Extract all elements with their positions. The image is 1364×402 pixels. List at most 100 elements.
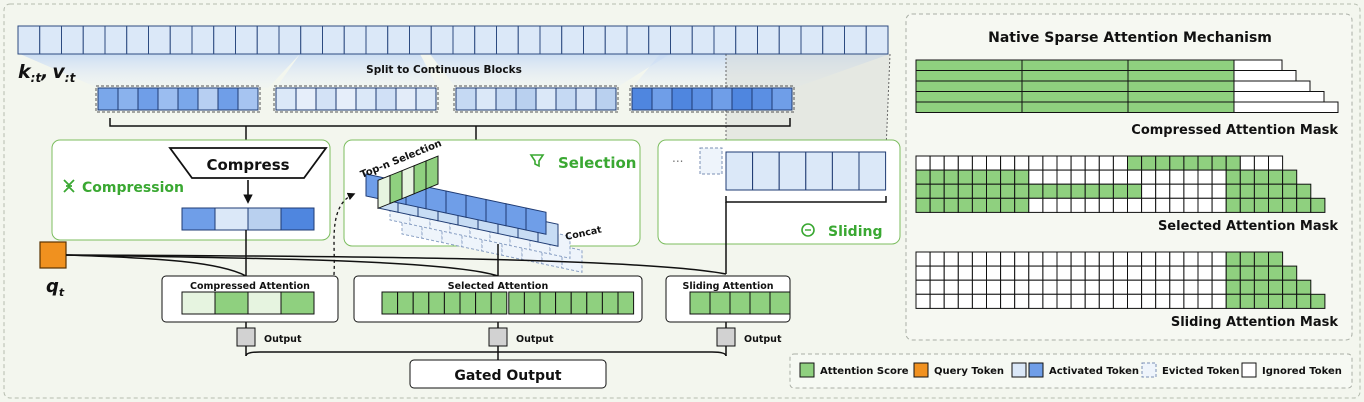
selected-mask-cell [1211, 197, 1227, 213]
selected-mask-cell [1070, 169, 1086, 185]
sliding-mask-cell [971, 279, 988, 295]
sliding-mask-cell [1014, 265, 1030, 281]
sliding-mask-cell [1253, 279, 1270, 295]
block-token [375, 87, 397, 111]
block-frame [95, 85, 261, 113]
selected-mask-caption: Selected Attention Mask [1158, 219, 1338, 234]
selected-mask-cell [1084, 183, 1100, 199]
legend-activated-swatch-light [1011, 362, 1027, 378]
selected-mask-cell [1169, 169, 1185, 185]
block-token [315, 87, 337, 111]
block-token [117, 87, 139, 111]
sliding-mask-cell [943, 265, 959, 281]
selected-mask-cell [1169, 197, 1185, 213]
block-token [197, 87, 219, 111]
legend-attention-swatch [799, 362, 815, 378]
kv-label: k:t,v:t [18, 61, 77, 85]
legend-evicted-label: Evicted Token [1162, 366, 1240, 377]
sliding-mask-cell [1296, 293, 1312, 309]
selected-attention-cell [508, 291, 525, 315]
sequence-token [670, 25, 693, 55]
legend-ignored-swatch [1241, 362, 1257, 378]
block-token [535, 87, 557, 111]
selected-mask-cell [1239, 197, 1255, 213]
compressed-mask-block [1127, 59, 1235, 71]
selected-mask-cell [1253, 197, 1270, 213]
sliding-mask-cell [1239, 293, 1255, 309]
sliding-mask-cell [1155, 265, 1171, 281]
gated-output-label: Gated Output [454, 368, 562, 384]
selected-mask-cell [929, 183, 945, 199]
sequence-token [365, 25, 389, 55]
selected-mask-cell [1253, 183, 1270, 199]
selected-mask-cell [1268, 197, 1284, 213]
selected-attention-cell [570, 291, 588, 315]
selected-mask-cell [1225, 155, 1241, 171]
sliding-attention-cell [689, 291, 711, 315]
selected-mask-cell [1225, 169, 1241, 185]
sliding-mask-cell [1268, 265, 1284, 281]
block-token [495, 87, 517, 111]
ellipsis: ... [672, 151, 683, 165]
sequence-token [104, 25, 128, 55]
sliding-mask-cell [1000, 251, 1016, 267]
selected-mask-cell [1197, 197, 1213, 213]
compressed-mask-block [1021, 91, 1129, 103]
selected-mask-cell [1028, 155, 1044, 171]
sliding-mask-cell [1042, 251, 1058, 267]
selected-mask-cell [1296, 197, 1312, 213]
compressed-mask-block [1021, 70, 1129, 82]
sequence-token [496, 25, 519, 55]
selected-mask-cell [1183, 169, 1199, 185]
selected-mask-cell [929, 155, 945, 171]
selected-mask-cell [1014, 155, 1030, 171]
block-token [671, 87, 693, 111]
block-frame [453, 85, 619, 113]
sequence-token [235, 25, 258, 55]
compressed-attention-label: Compressed Attention [190, 281, 310, 292]
selected-mask-cell [1183, 155, 1199, 171]
sliding-mask-cell [1268, 293, 1284, 309]
selected-mask-cell [1282, 183, 1298, 199]
sliding-mask-cell [1155, 279, 1171, 295]
sliding-mask-cell [957, 293, 973, 309]
selected-mask-cell [1268, 183, 1284, 199]
selected-mask-cell [957, 169, 973, 185]
gated-output-box [409, 359, 607, 389]
selected-attention-label: Selected Attention [448, 281, 549, 292]
selected-mask-cell [943, 155, 959, 171]
selected-mask-cell [1253, 155, 1270, 171]
compress-trapezoid[interactable] [168, 147, 328, 179]
compressed-mask-block [1127, 101, 1235, 113]
selected-mask-cell [1112, 197, 1129, 213]
selected-mask-cell [1141, 169, 1157, 185]
sliding-attention-label: Sliding Attention [682, 281, 773, 292]
selected-mask-cell [943, 169, 959, 185]
sliding-mask-cell [1014, 293, 1030, 309]
sliding-mask-cell [915, 265, 931, 281]
sliding-mask-cell [1014, 251, 1030, 267]
legend-activated-label: Activated Token [1049, 366, 1139, 377]
selected-mask-cell [1169, 155, 1185, 171]
compressed-output-box [236, 327, 256, 347]
compressed-mask-tail [1233, 70, 1297, 82]
legend-query-swatch [913, 362, 929, 378]
sliding-mask-cell [986, 293, 1002, 309]
sliding-mask-cell [1028, 251, 1044, 267]
sliding-mask-cell [1042, 265, 1058, 281]
selected-mask-cell [1056, 197, 1072, 213]
block-token [237, 87, 259, 111]
selected-mask-cell [1296, 183, 1312, 199]
block-token [355, 87, 377, 111]
selected-mask-cell [1225, 183, 1241, 199]
compressed-tokens [181, 207, 315, 231]
sliding-mask-cell [1141, 293, 1157, 309]
legend-frame [789, 353, 1353, 389]
sliding-mask-cell [1282, 265, 1298, 281]
sliding-mask-cell [957, 251, 973, 267]
selected-mask-cell [1282, 169, 1298, 185]
selected-mask-cell [1127, 197, 1143, 213]
legend-activated-swatch-dark [1028, 362, 1044, 378]
selected-mask-cell [1000, 183, 1016, 199]
selected-mask-cell [1239, 183, 1255, 199]
